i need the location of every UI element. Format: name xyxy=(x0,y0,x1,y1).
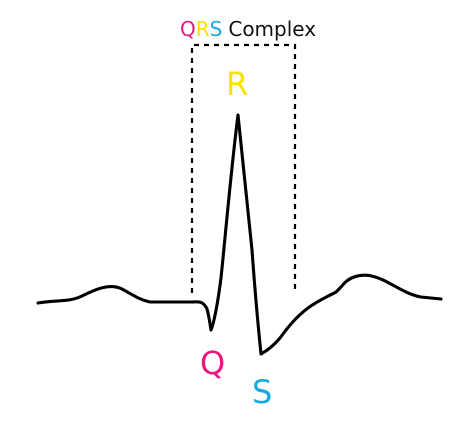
qrs-bracket xyxy=(190,43,297,293)
title-letter-q: Q xyxy=(180,17,196,41)
title-complex: Complex xyxy=(228,17,317,41)
ecg-waveform xyxy=(36,113,443,356)
s-wave-label: S xyxy=(252,373,273,411)
title-letter-r: R xyxy=(195,17,210,41)
diagram-title: Q R S Complex xyxy=(180,16,316,42)
title-letter-s: S xyxy=(209,17,223,41)
r-wave-label: R xyxy=(226,65,249,103)
q-wave-label: Q xyxy=(200,344,226,382)
